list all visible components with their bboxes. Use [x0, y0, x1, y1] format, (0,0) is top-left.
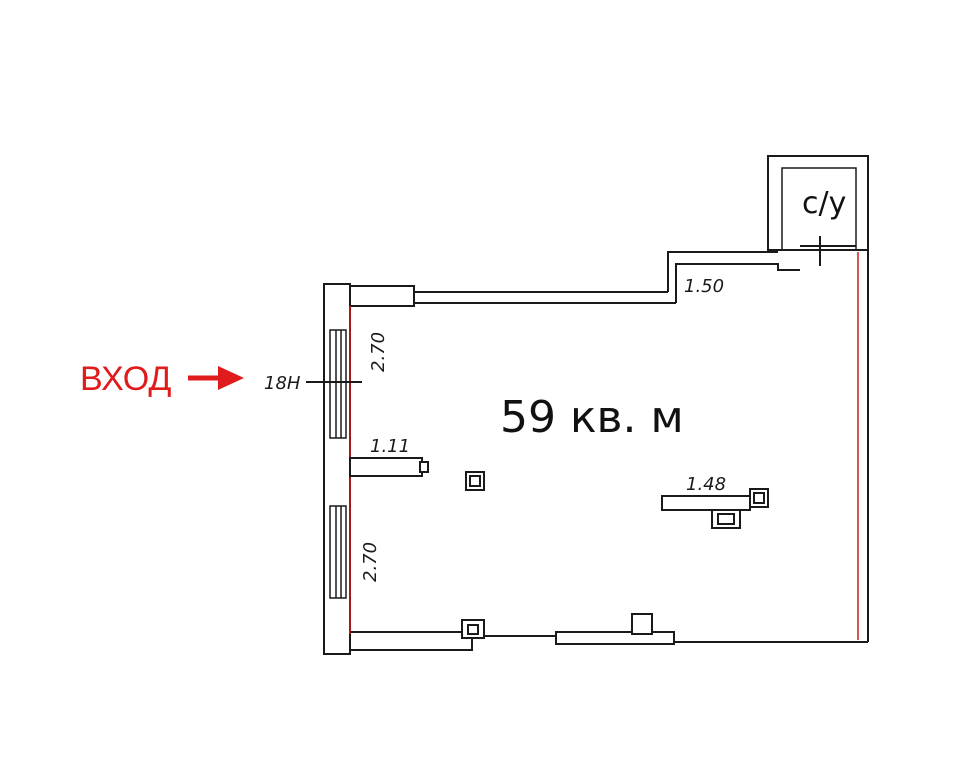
bottom-wall-left-pier: [345, 631, 473, 651]
left-window-top: [329, 329, 347, 439]
dimension-partition: 1.48: [686, 474, 726, 495]
bottom-column-2: [631, 613, 653, 635]
center-column-core: [469, 475, 481, 487]
top-wall-step-inner: [675, 263, 800, 303]
bathroom-label: с/у: [802, 186, 846, 221]
entrance-arrow-icon: [188, 366, 244, 390]
partition-wall: [661, 495, 751, 511]
partition-column-core: [753, 492, 765, 504]
door-label: 18Н: [264, 373, 301, 394]
dimension-stub-wall: 1.11: [370, 436, 410, 457]
bottom-wall-right-pier: [555, 631, 675, 645]
left-window-bottom: [329, 505, 347, 599]
bottom-column-1-core: [467, 624, 479, 635]
dimension-left-bottom: 2.70: [360, 542, 381, 582]
dimension-top-segment: 1.50: [684, 276, 724, 297]
stub-wall-end: [419, 461, 429, 473]
bathroom-outer: [767, 155, 869, 251]
stub-wall: [349, 457, 423, 477]
area-label: 59 кв. м: [500, 392, 684, 443]
partition-bracket-core: [717, 513, 735, 525]
top-wall-left-pier: [345, 285, 415, 307]
dimension-left-top: 2.70: [368, 332, 389, 372]
entrance-label: ВХОД: [80, 360, 171, 398]
top-wall-step: [667, 251, 778, 292]
